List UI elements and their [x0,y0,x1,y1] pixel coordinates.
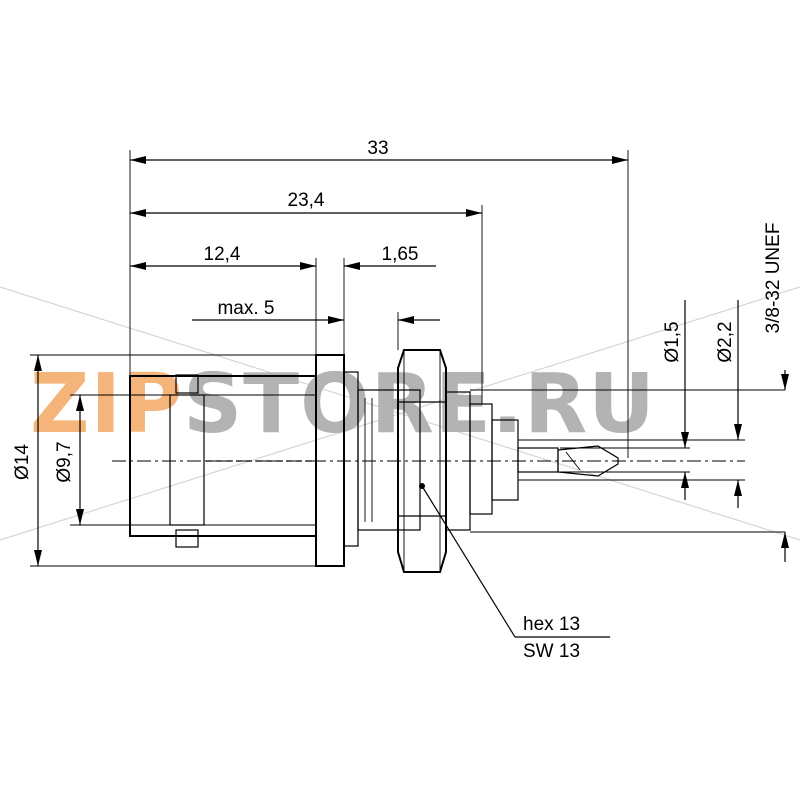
dim-dia-14-label: Ø14 [12,444,33,480]
dim-dia-2-2-label: Ø2,2 [715,321,736,362]
dim-thread: 3/8-32 UNEF [763,223,789,562]
dim-1-65-label: 1,65 [382,244,419,265]
dim-12-4-label: 12,4 [204,244,241,265]
dim-1-65: 1,65 [344,244,436,270]
dim-max-5: max. 5 [192,298,440,324]
dim-23-4: 23,4 [130,190,482,217]
dim-dia-2-2: Ø2,2 [715,300,742,508]
dim-max-5-label: max. 5 [217,298,274,319]
dim-33: 33 [130,138,628,164]
sw-label: SW 13 [523,641,580,662]
dim-dia-9-7-label: Ø9,7 [54,441,75,482]
hex-label: hex 13 [523,614,580,635]
hex-callout: hex 13 SW 13 [419,483,610,662]
dim-33-label: 33 [367,138,388,159]
dim-thread-label: 3/8-32 UNEF [763,223,784,334]
dim-dia-1-5: Ø1,5 [662,300,689,500]
dim-dia-9-7: Ø9,7 [54,395,84,525]
dim-12-4: 12,4 [130,244,316,270]
dim-dia-14: Ø14 [12,355,42,566]
svg-text:ZIPSTORE.RU: ZIPSTORE.RU [30,357,656,452]
extension-lines [30,150,785,567]
watermark-store: STORE.RU [183,357,656,452]
dim-23-4-label: 23,4 [288,190,325,211]
watermark: ZIPSTORE.RU [0,286,800,541]
dim-dia-1-5-label: Ø1,5 [662,321,683,362]
watermark-zip: ZIP [30,357,183,452]
connector-body [129,349,619,573]
